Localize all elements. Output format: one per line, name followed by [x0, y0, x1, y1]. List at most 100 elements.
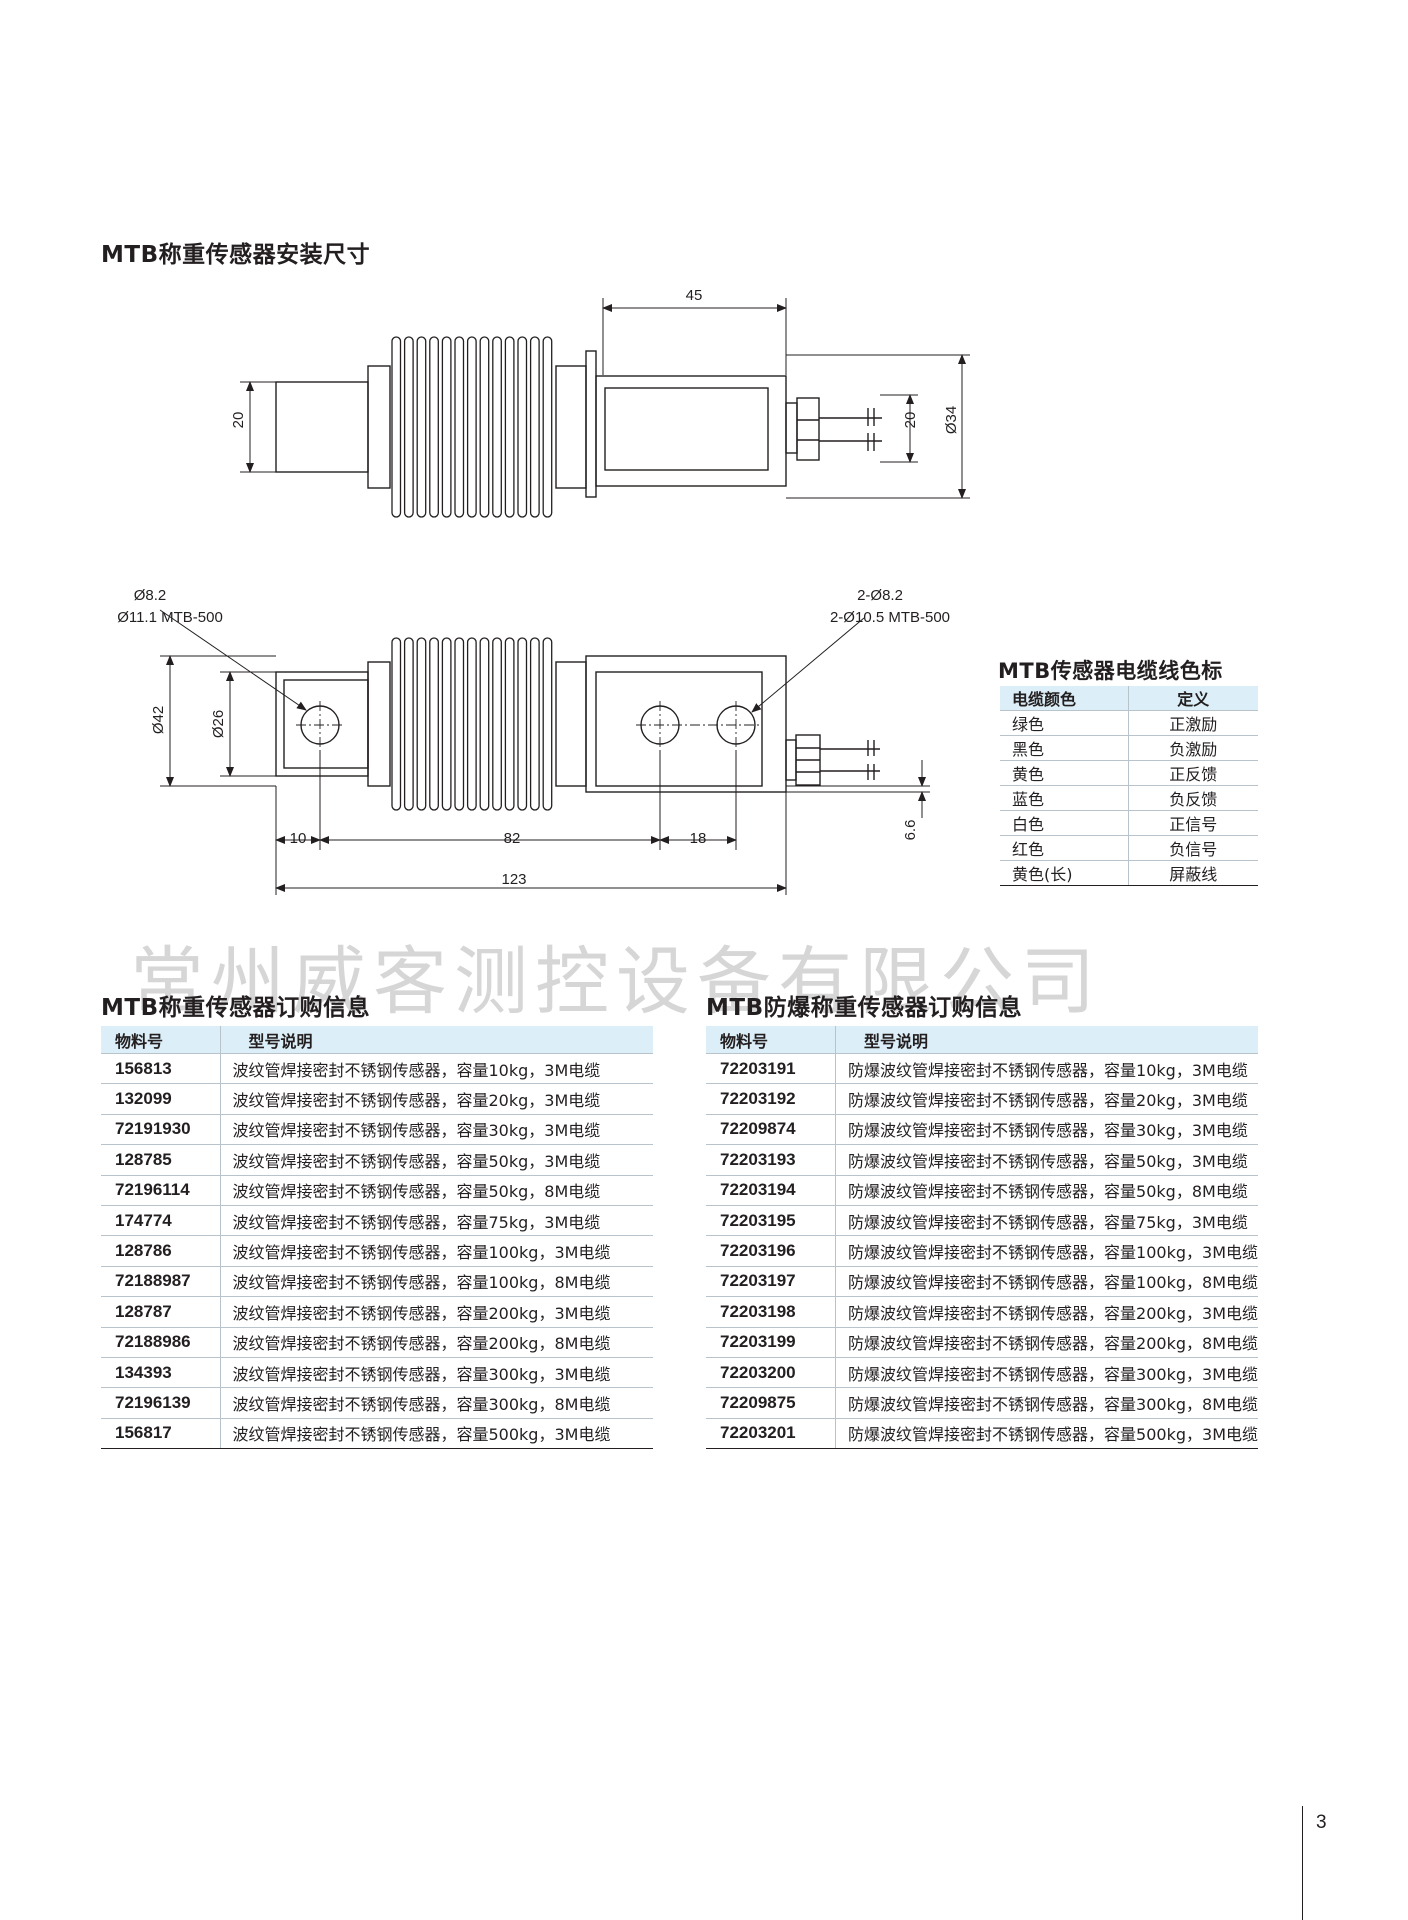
- cable-color-table: 电缆颜色 定义 绿色正激励 黑色负激励 黄色正反馈 蓝色负反馈 白色正信号 红色…: [1000, 686, 1258, 886]
- part-number: 72209874: [706, 1114, 837, 1146]
- bellows-rib: [441, 336, 452, 518]
- header-part-number: 物料号: [101, 1026, 221, 1054]
- table-row: 白色正信号: [1000, 810, 1258, 836]
- cable-definition: 正信号: [1128, 810, 1258, 836]
- dim-6-6: 6.6: [902, 820, 919, 841]
- cable-definition: 屏蔽线: [1128, 860, 1258, 886]
- part-description: 波纹管焊接密封不锈钢传感器，容量300kg，3M电缆: [220, 1357, 653, 1389]
- bellows-rib: [416, 637, 427, 811]
- dim-34: Ø34: [943, 406, 960, 434]
- part-description: 波纹管焊接密封不锈钢传感器，容量50kg，3M电缆: [220, 1144, 653, 1176]
- cable-heading: MTB传感器电缆线色标: [998, 659, 1223, 683]
- part-number: 72196139: [101, 1387, 221, 1419]
- bellows-rib: [517, 336, 528, 518]
- cable-definition: 负激励: [1128, 735, 1258, 761]
- part-number: 128785: [101, 1144, 221, 1176]
- bellows-rib: [504, 637, 515, 811]
- bellows-rib: [529, 336, 540, 518]
- cable-table-header: 电缆颜色 定义: [1000, 686, 1258, 711]
- part-description: 波纹管焊接密封不锈钢传感器，容量75kg，3M电缆: [220, 1205, 653, 1237]
- install-heading: MTB称重传感器安装尺寸: [101, 242, 371, 268]
- part-description: 防爆波纹管焊接密封不锈钢传感器，容量50kg，8M电缆: [835, 1175, 1258, 1206]
- dim-45: 45: [686, 287, 703, 304]
- top-view: [275, 336, 882, 518]
- table-row: 黑色负激励: [1000, 735, 1258, 761]
- dim-42: Ø42: [150, 706, 167, 734]
- bellows-rib: [504, 336, 515, 518]
- part-description: 波纹管焊接密封不锈钢传感器，容量200kg，3M电缆: [220, 1296, 653, 1328]
- side-view: [275, 637, 880, 811]
- cable-definition: 正激励: [1128, 710, 1258, 736]
- bellows-rib: [542, 336, 553, 518]
- part-description: 防爆波纹管焊接密封不锈钢传感器，容量200kg，8M电缆: [835, 1327, 1258, 1358]
- table-row: 绿色正激励: [1000, 710, 1258, 736]
- part-number: 72203201: [706, 1418, 837, 1450]
- part-number: 72188986: [101, 1327, 221, 1358]
- bellows-rib: [517, 637, 528, 811]
- bellows-rib: [466, 336, 477, 518]
- part-description: 波纹管焊接密封不锈钢传感器，容量10kg，3M电缆: [220, 1053, 653, 1085]
- hole-left-label-2: Ø11.1 MTB-500: [117, 609, 223, 626]
- bellows-rib: [403, 336, 414, 518]
- dim-82: 82: [504, 830, 521, 847]
- part-number: 72203195: [706, 1205, 837, 1237]
- side-view-centerlines: [296, 701, 760, 749]
- cable-color: 蓝色: [1000, 785, 1129, 811]
- cable-definition: 负反馈: [1128, 785, 1258, 811]
- order-std-heading: MTB称重传感器订购信息: [101, 995, 371, 1021]
- part-number: 72203194: [706, 1175, 837, 1206]
- part-description: 防爆波纹管焊接密封不锈钢传感器，容量100kg，3M电缆: [835, 1235, 1258, 1267]
- part-number: 128786: [101, 1235, 221, 1267]
- order-std-header: 物料号 型号说明: [101, 1026, 653, 1054]
- dim-20-right: 20: [902, 412, 919, 429]
- dim-20-left: 20: [230, 412, 247, 429]
- order-ex-heading: MTB防爆称重传感器订购信息: [706, 995, 1023, 1021]
- table-row: 红色负信号: [1000, 835, 1258, 861]
- header-description: 型号说明: [220, 1026, 653, 1054]
- part-description: 防爆波纹管焊接密封不锈钢传感器，容量200kg，3M电缆: [835, 1296, 1258, 1328]
- part-description: 防爆波纹管焊接密封不锈钢传感器，容量10kg，3M电缆: [835, 1053, 1258, 1085]
- header-part-number: 物料号: [706, 1026, 837, 1054]
- side-view-dims: [159, 609, 930, 895]
- part-description: 波纹管焊接密封不锈钢传感器，容量100kg，8M电缆: [220, 1266, 653, 1298]
- page-rule: [1302, 1806, 1303, 1920]
- part-description: 防爆波纹管焊接密封不锈钢传感器，容量100kg，8M电缆: [835, 1266, 1258, 1298]
- part-number: 72196114: [101, 1175, 221, 1206]
- dim-10: 10: [290, 830, 307, 847]
- cable-color: 绿色: [1000, 710, 1129, 736]
- part-number: 72209875: [706, 1387, 837, 1419]
- part-number: 156813: [101, 1053, 221, 1085]
- part-description: 波纹管焊接密封不锈钢传感器，容量100kg，3M电缆: [220, 1235, 653, 1267]
- bellows-rib: [454, 336, 465, 518]
- page-number: 3: [1316, 1812, 1327, 1833]
- dim-18: 18: [690, 830, 707, 847]
- part-description: 波纹管焊接密封不锈钢传感器，容量20kg，3M电缆: [220, 1083, 653, 1115]
- bellows-rib: [391, 637, 402, 811]
- part-number: 134393: [101, 1357, 221, 1389]
- header-description: 型号说明: [835, 1026, 1258, 1054]
- part-description: 波纹管焊接密封不锈钢传感器，容量30kg，3M电缆: [220, 1114, 653, 1146]
- part-description: 波纹管焊接密封不锈钢传感器，容量200kg，8M电缆: [220, 1327, 653, 1358]
- bellows-rib: [403, 637, 414, 811]
- hole-right-label-1: 2-Ø8.2: [857, 587, 903, 604]
- bellows-rib: [479, 637, 490, 811]
